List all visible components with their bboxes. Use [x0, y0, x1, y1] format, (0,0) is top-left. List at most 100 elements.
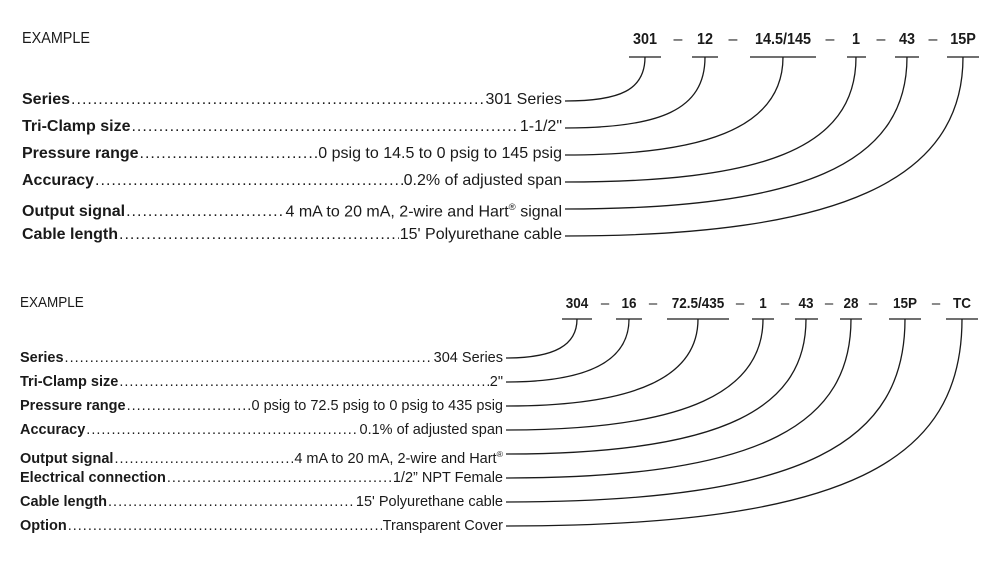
leader-dots	[131, 114, 518, 140]
spec-value: 0.2% of adjusted span	[403, 172, 562, 189]
connector-curve	[564, 56, 646, 102]
example-1-title: EXAMPLE	[22, 30, 91, 47]
spec-value: 0 psig to 72.5 psig to 0 psig to 435 psi…	[251, 398, 503, 414]
connector-curve	[564, 56, 706, 129]
code-segment: 1	[851, 31, 861, 48]
registered-mark: ®	[496, 449, 503, 459]
spec-value: 304 Series	[433, 350, 503, 366]
spec-value: 301 Series	[485, 91, 563, 108]
example-2-connectors	[505, 318, 963, 527]
code-segment: 1	[759, 295, 767, 312]
spec-row-output-signal: Output signal 4 mA to 20 mA, 2-wire and …	[20, 442, 503, 467]
leader-dots	[167, 466, 392, 490]
connector-curve	[505, 318, 852, 479]
code-separator: –	[825, 31, 835, 48]
code-segment: 28	[843, 295, 859, 312]
spec-label: Series	[22, 91, 71, 108]
spec-label: Output signal	[20, 450, 114, 467]
connector-curve	[564, 56, 964, 237]
code-separator: –	[876, 31, 886, 48]
spec-row-electrical-connection: Electrical connection 1/2” NPT Female	[20, 466, 503, 490]
spec-value: 15' Polyurethane cable	[399, 226, 562, 243]
example-1-connectors	[564, 56, 964, 237]
code-segment: 43	[798, 295, 814, 312]
spec-value: Transparent Cover	[382, 518, 503, 534]
connector-curve	[564, 56, 784, 156]
example-2-title: EXAMPLE	[20, 294, 84, 311]
leader-dots	[140, 141, 318, 167]
spec-label: Cable length	[22, 226, 119, 243]
spec-value: 1/2” NPT Female	[392, 470, 503, 486]
code-segment: 301	[632, 31, 658, 48]
leader-dots	[108, 490, 355, 514]
connector-curve	[505, 318, 963, 527]
code-separator: –	[824, 295, 834, 312]
spec-row-option: Option Transparent Cover	[20, 514, 503, 538]
code-segment: 72.5/435	[671, 295, 725, 312]
spec-label: Output signal	[22, 203, 126, 221]
spec-label: Pressure range	[22, 145, 139, 162]
spec-value: 4 mA to 20 mA, 2-wire and Hart®	[294, 449, 503, 467]
spec-label: Cable length	[20, 494, 108, 510]
code-separator: –	[928, 31, 938, 48]
spec-row-pressure-range: Pressure range 0 psig to 72.5 psig to 0 …	[20, 394, 503, 418]
spec-row-tri-clamp-size: Tri-Clamp size 2"	[20, 370, 503, 394]
spec-value: 0 psig to 14.5 to 0 psig to 145 psig	[318, 145, 562, 162]
connector-curve	[505, 318, 630, 383]
spec-row-pressure-range: Pressure range 0 psig to 14.5 to 0 psig …	[22, 141, 562, 167]
spec-label: Accuracy	[20, 422, 86, 438]
spec-value: 4 mA to 20 mA, 2-wire and Hart® signal	[285, 202, 562, 221]
spec-label: Tri-Clamp size	[20, 374, 119, 390]
spec-row-series: Series 304 Series	[20, 346, 503, 370]
spec-label: Series	[20, 350, 64, 366]
code-separator: –	[673, 31, 683, 48]
connector-curve	[505, 318, 764, 431]
leader-dots	[65, 346, 433, 370]
code-segment: 43	[898, 31, 916, 48]
spec-value: 0.1% of adjusted span	[359, 422, 504, 438]
spec-row-accuracy: Accuracy 0.1% of adjusted span	[20, 418, 503, 442]
spec-label: Pressure range	[20, 398, 126, 414]
spec-row-tri-clamp-size: Tri-Clamp size 1-1/2"	[22, 114, 562, 140]
leader-dots	[86, 418, 358, 442]
code-segment: 304	[565, 295, 589, 312]
code-separator: –	[600, 295, 610, 312]
code-segment: 15P	[892, 295, 918, 312]
code-separator: –	[728, 31, 738, 48]
example-1-code: 301 – 12 – 14.5/145 – 1 – 43 – 15P	[0, 0, 1000, 48]
leader-dots	[119, 222, 399, 248]
spec-row-output-signal: Output signal 4 mA to 20 mA, 2-wire and …	[22, 195, 562, 221]
code-segment: 14.5/145	[754, 31, 812, 48]
leader-dots	[68, 514, 382, 538]
connector-curve	[564, 56, 857, 183]
code-separator: –	[735, 295, 745, 312]
example-2-code: 304 – 16 – 72.5/435 – 1 – 43 – 28 – 15P …	[0, 0, 1000, 312]
registered-mark: ®	[508, 202, 516, 213]
code-segment: TC	[953, 295, 971, 312]
connector-curve	[505, 318, 807, 455]
code-segment: 12	[696, 31, 714, 48]
connector-curve	[505, 318, 906, 503]
spec-row-series: Series 301 Series	[22, 87, 562, 113]
connector-curve	[505, 318, 699, 407]
spec-row-cable-length: Cable length 15' Polyurethane cable	[22, 222, 562, 248]
spec-label: Tri-Clamp size	[22, 118, 131, 135]
code-separator: –	[780, 295, 790, 312]
connector-curve	[564, 56, 908, 210]
spec-value: 1-1/2"	[519, 118, 562, 135]
leader-dots	[95, 168, 403, 194]
spec-row-cable-length: Cable length 15' Polyurethane cable	[20, 490, 503, 514]
spec-label: Option	[20, 518, 67, 534]
leader-dots	[119, 370, 488, 394]
spec-value: 2"	[489, 374, 503, 390]
code-segment: 15P	[950, 31, 976, 48]
connector-curve	[505, 318, 578, 359]
spec-label: Accuracy	[22, 172, 95, 189]
spec-value: 15' Polyurethane cable	[355, 494, 503, 510]
code-separator: –	[931, 295, 941, 312]
spec-label: Electrical connection	[20, 470, 166, 486]
code-segment: 16	[621, 295, 637, 312]
leader-dots	[71, 87, 484, 113]
code-separator: –	[868, 295, 878, 312]
spec-row-accuracy: Accuracy 0.2% of adjusted span	[22, 168, 562, 194]
